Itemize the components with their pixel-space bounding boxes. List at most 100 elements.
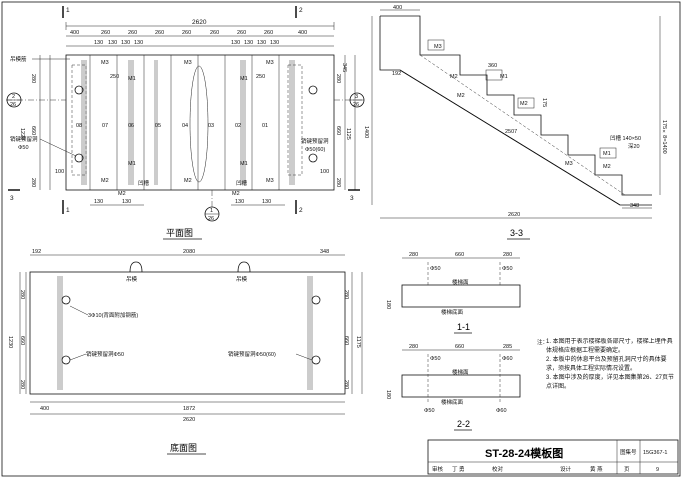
- s11-bot: 楼梯底面: [441, 308, 464, 316]
- s33-192: 192: [392, 71, 401, 77]
- s22-phi-bl: Φ50: [424, 408, 435, 414]
- plan-sub-7: 130: [270, 40, 279, 46]
- s33-m-1: M2: [450, 74, 458, 80]
- s22-phi-r: Φ60: [502, 356, 513, 362]
- m-label-7: M3: [266, 178, 274, 184]
- plan-left-v2: 280: [30, 178, 36, 187]
- plan-left-v0: 280: [30, 74, 36, 83]
- s33-title: 3-3: [510, 228, 523, 238]
- note-3: 3. 本图中涉及的厚度，详见本图集第26、27页节点详图。: [546, 375, 675, 390]
- s33-348: 348: [630, 203, 639, 209]
- bp-right-v2: 280: [343, 380, 349, 389]
- m2-r: M2: [232, 191, 240, 197]
- s33-360: 360: [488, 63, 497, 69]
- sec-mark-3b: 3: [350, 195, 354, 202]
- note-2: 2. 本板中的休息平台及预留孔洞尺寸的具体要求，须按具体工程实际情况设置。: [546, 357, 667, 372]
- m-label-1: M3: [184, 60, 192, 66]
- sec-right-num: 3: [355, 94, 358, 100]
- s33-m-2: M2: [457, 93, 465, 99]
- tb-atlas-label: 图集号: [620, 448, 637, 456]
- step-08: 08: [76, 123, 82, 129]
- tb-atlas-no: 15G367-1: [643, 450, 667, 456]
- groove-l: 凹槽: [138, 179, 150, 187]
- s33-m-5: M3: [565, 161, 573, 167]
- sec-mark-1b: 1: [66, 207, 70, 214]
- s22-d2: 285: [503, 344, 512, 350]
- sec-mark-1a: 1: [66, 7, 70, 14]
- plan-dim-8: 400: [298, 30, 307, 36]
- s33-groove: 凹槽 140×50: [610, 134, 641, 142]
- m-label-2: M3: [266, 60, 274, 66]
- plan-right-v1: 660: [335, 126, 341, 135]
- sec-left-num: 2: [12, 94, 15, 100]
- plan-dim-0: 400: [70, 30, 79, 36]
- sec-bottom-ref: 26: [208, 216, 214, 222]
- s11-title: 1-1: [457, 322, 470, 332]
- tb-page-label: 页: [624, 466, 630, 473]
- tb-audit-name: 丁 勇: [452, 465, 465, 473]
- s11-phi-r: Φ50: [502, 266, 513, 272]
- plan-dim-5: 260: [210, 30, 219, 36]
- bp-hole-r: 销键预留洞Φ50(60): [228, 350, 276, 358]
- bp-left-total: 1230: [7, 336, 13, 348]
- plan-bsub-2: 130: [235, 199, 244, 205]
- plan-dim-1: 260: [101, 30, 110, 36]
- tb-page-no: 9: [656, 467, 659, 473]
- plan-total-width: 2620: [192, 19, 207, 26]
- plan-view: 1 2 2620 400 260 260 260 260 260 260 260…: [6, 6, 365, 240]
- groove-r: 凹槽: [236, 179, 248, 187]
- s11-d1: 660: [455, 252, 464, 258]
- s33-m-4: M2: [520, 101, 528, 107]
- plan-sub-5: 130: [244, 40, 253, 46]
- s33-175: 175: [541, 98, 547, 107]
- note-1: 1. 本图用于表示楼梯板各部尺寸，楼梯上埋件具体规格应根据工程需要确定。: [546, 339, 673, 354]
- dim-250b: 250: [256, 74, 265, 80]
- s22-h: 180: [385, 390, 391, 399]
- title-block: ST-28-24模板图 图集号 15G367-1 页 9 审核 丁 勇 校对 设…: [427, 439, 679, 475]
- s22-top: 楼梯面: [452, 368, 469, 376]
- plan-bsub-3: 130: [262, 199, 271, 205]
- plan-sub-3: 130: [134, 40, 143, 46]
- step-07: 07: [102, 123, 108, 129]
- plan-dim-7: 260: [264, 30, 273, 36]
- bp-bot-0: 400: [40, 406, 49, 412]
- notes-heading: 注：: [537, 338, 548, 346]
- s33-height: 1400: [363, 126, 369, 138]
- step-02: 02: [235, 123, 241, 129]
- bp-title: 底面图: [170, 442, 197, 453]
- s11-body: [401, 284, 521, 308]
- section-2-2: 280 660 285 Φ50 Φ60 楼梯面 楼梯底面 Φ50 Φ60 180…: [385, 344, 521, 431]
- tb-design-name: 黄 燕: [590, 465, 603, 473]
- sec-mark-2a: 2: [299, 7, 303, 14]
- step-03: 03: [208, 123, 214, 129]
- s33-m-6: M1: [603, 151, 611, 157]
- sec-bottom-num: 1: [210, 208, 213, 214]
- dim-100b: 100: [320, 169, 329, 175]
- bp-hook-l: 吊模: [126, 275, 138, 283]
- bp-right-total: 1175: [355, 336, 361, 348]
- plan-bsub-1: 130: [122, 199, 131, 205]
- s11-d0: 280: [409, 252, 418, 258]
- m2-l: M2: [118, 191, 126, 197]
- plan-sub-4: 130: [231, 40, 240, 46]
- bp-left-v0: 280: [19, 290, 25, 299]
- m1-top-r: M1: [240, 76, 248, 82]
- step-01: 01: [262, 123, 268, 129]
- dim-250a: 250: [110, 74, 119, 80]
- plan-sub-2: 130: [121, 40, 130, 46]
- s22-d0: 280: [409, 344, 418, 350]
- plan-title: 平面图: [166, 228, 193, 238]
- bp-top-0: 192: [32, 249, 41, 255]
- s11-top: 楼梯面: [452, 278, 469, 286]
- dim-345: 345: [341, 63, 347, 72]
- s33-groove-depth: 深20: [628, 142, 640, 150]
- bp-left-v1: 660: [19, 336, 25, 345]
- pin-hole-label-r: 销键预留洞: [301, 137, 329, 145]
- s11-h: 180: [385, 300, 391, 309]
- bp-right-v0: 280: [343, 290, 349, 299]
- s22-phi-br: Φ60: [496, 408, 507, 414]
- s22-body: [401, 374, 521, 398]
- plan-right-v2: 280: [335, 178, 341, 187]
- step-05: 05: [155, 123, 161, 129]
- tb-design: 设计: [560, 465, 572, 473]
